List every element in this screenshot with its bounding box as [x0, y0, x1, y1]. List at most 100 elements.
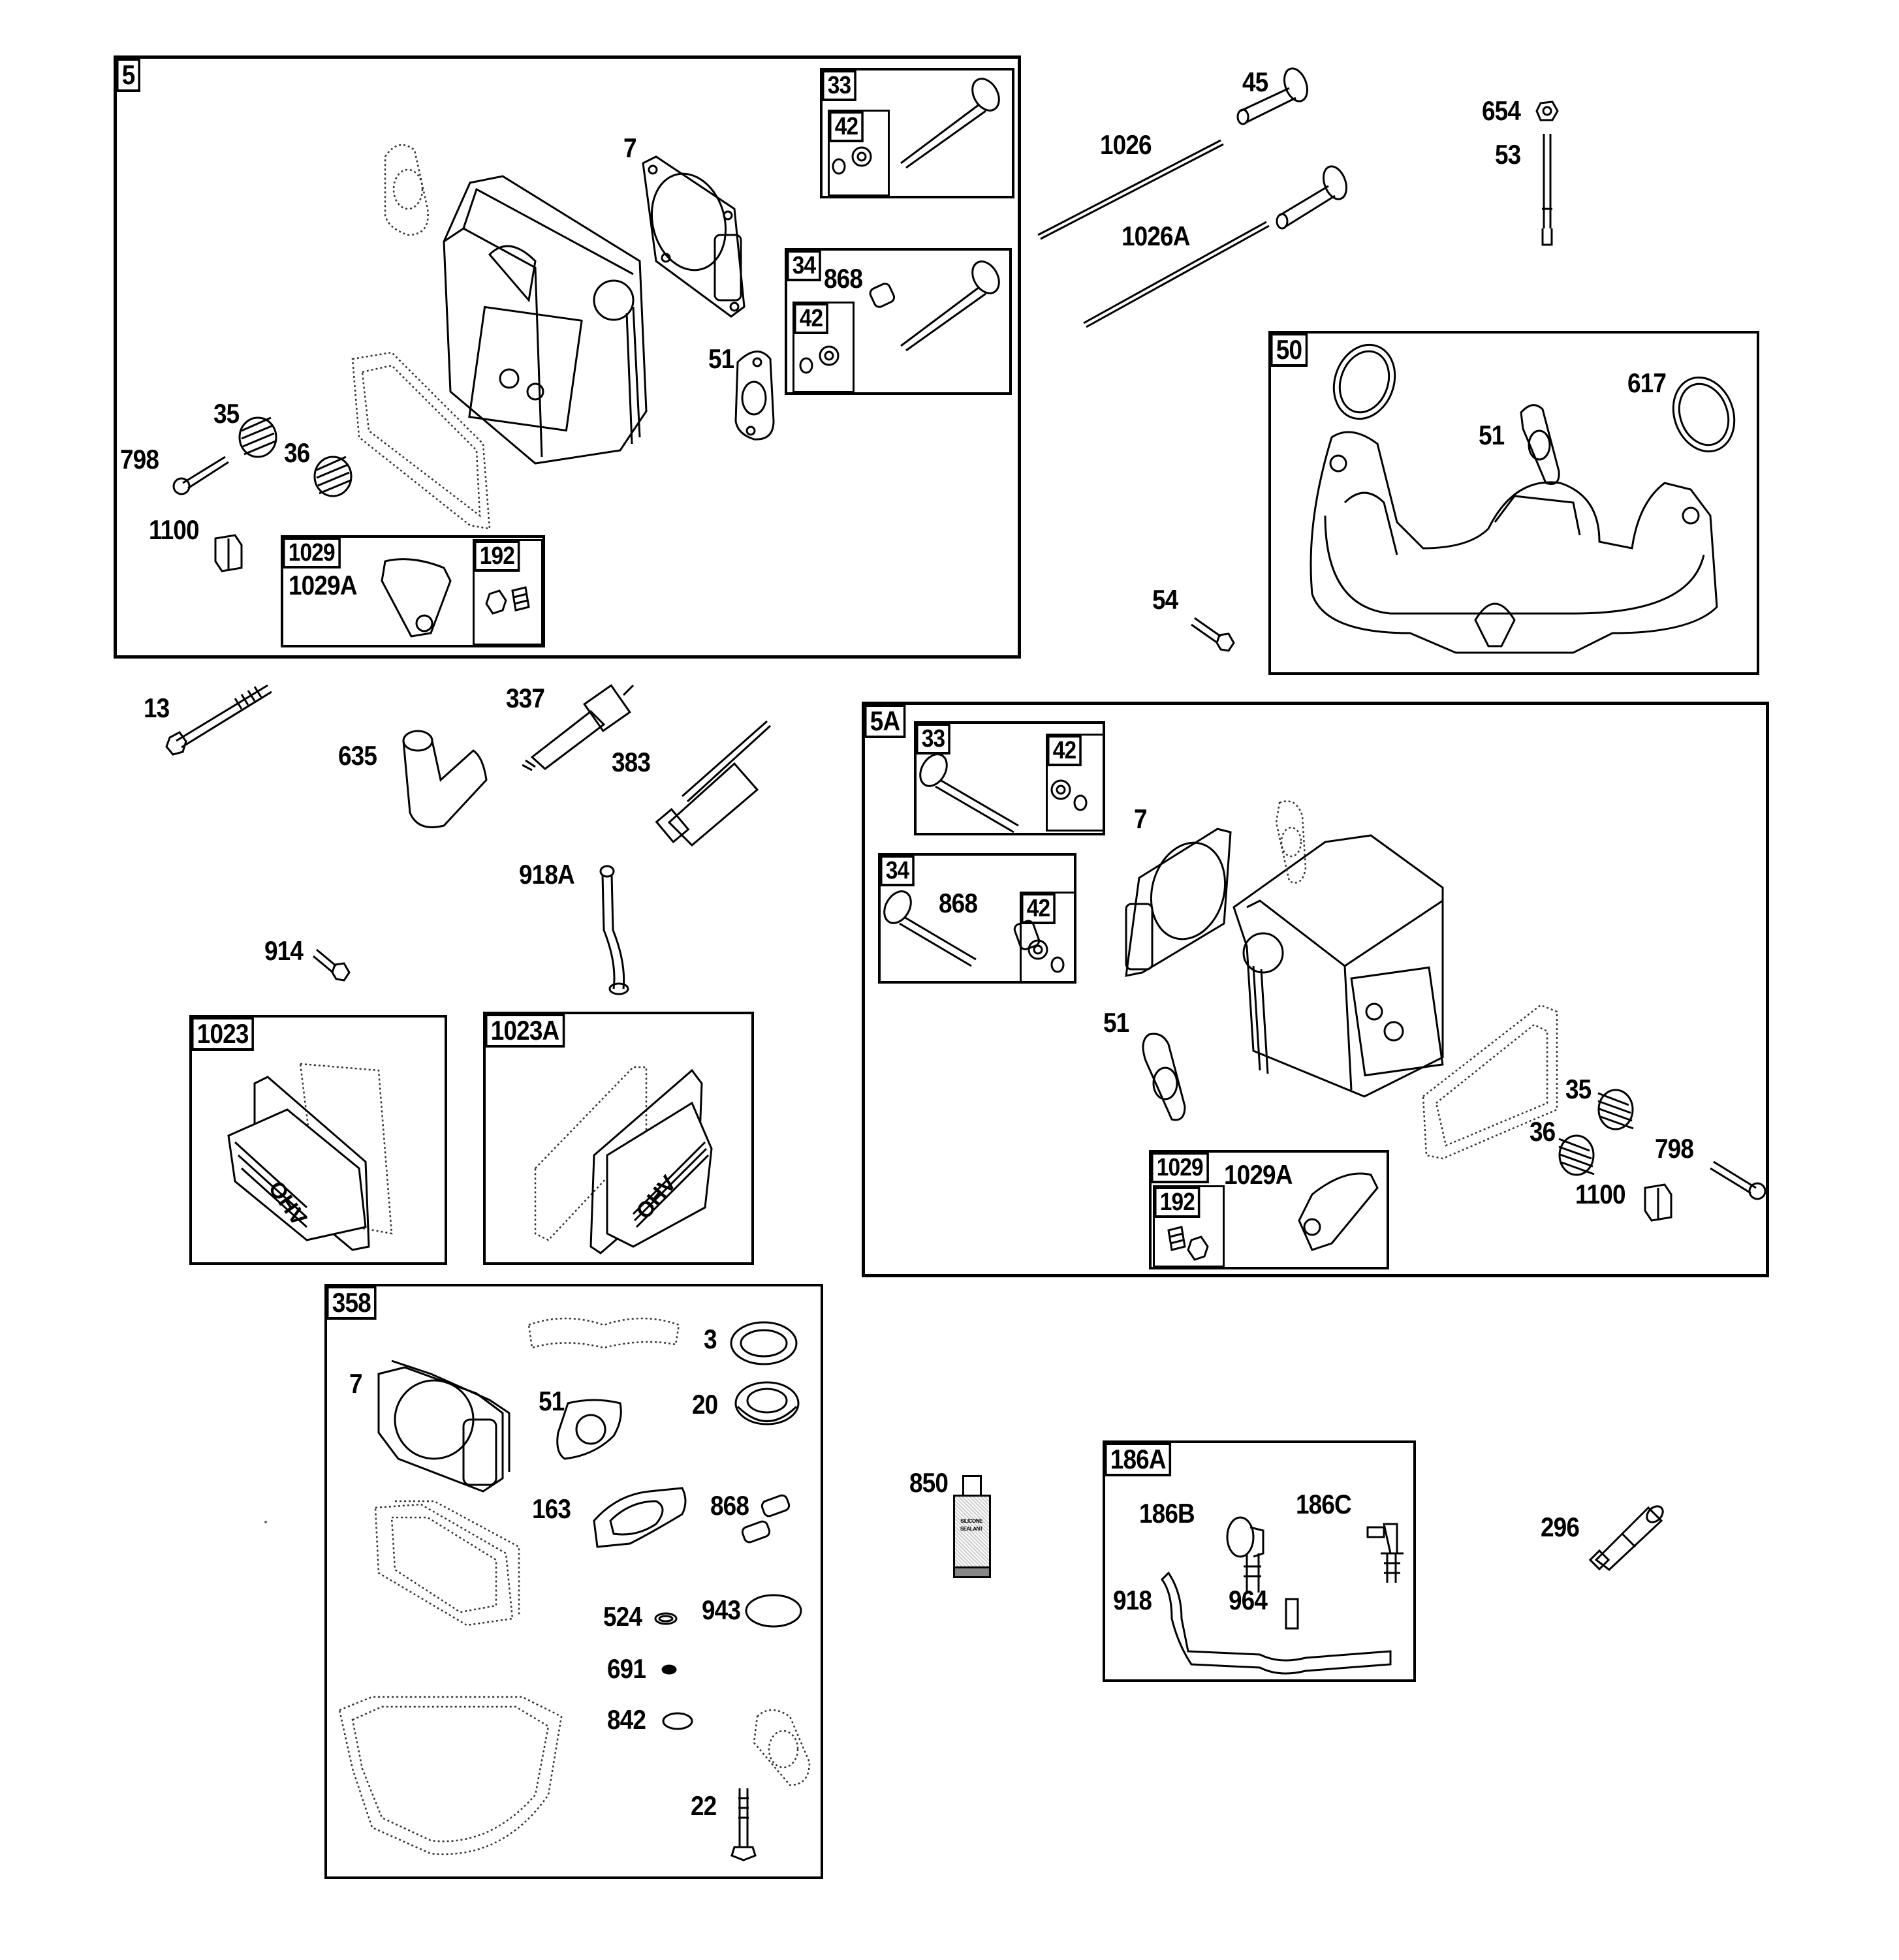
- oil-seal-icon: [734, 1381, 800, 1425]
- group-5A-192-tag: 192: [1154, 1187, 1201, 1218]
- part-296-label: 296: [1541, 1512, 1580, 1542]
- breather-tube-icon: [599, 865, 629, 995]
- valve-guide-seal-icon: [761, 1494, 791, 1517]
- crankcase-gasket-ghost-icon: [338, 1696, 563, 1856]
- group-33-42-tag: 42: [829, 111, 864, 142]
- o-ring-icon: [654, 1612, 678, 1625]
- part-186C-label: 186C: [1296, 1489, 1352, 1519]
- o-ring-icon: [661, 1664, 677, 1675]
- part-798-label: 798: [1655, 1133, 1694, 1164]
- fuel-fitting-icon: [1226, 1516, 1264, 1593]
- scan-speck: [264, 1521, 267, 1523]
- valve-guide-seal-icon: [1013, 920, 1041, 950]
- part-51-label: 51: [1103, 1007, 1129, 1038]
- group-358-gasket-set-box: 358: [324, 1284, 823, 1879]
- rocker-nut-icon: [1167, 1226, 1209, 1261]
- exhaust-gasket-icon: [1142, 1033, 1186, 1121]
- part-654-label: 654: [1482, 95, 1521, 126]
- exhaust-gasket-icon: [1520, 404, 1560, 485]
- part-36-label: 36: [1530, 1116, 1556, 1147]
- part-1026A-label: 1026A: [1122, 221, 1190, 251]
- part-383-label: 383: [612, 747, 651, 777]
- sealant-tube-label-line1: SILICONE: [960, 1518, 982, 1524]
- cylinder-head-icon: [443, 175, 648, 465]
- group-50-manifold-box: 50: [1268, 331, 1759, 675]
- manifold-gasket-ring-icon: [1332, 343, 1396, 420]
- group-5A-33-42-tag: 42: [1047, 735, 1082, 766]
- exhaust-gasket-icon: [734, 350, 775, 441]
- valve-retainer-icon: [1050, 779, 1088, 811]
- part-868-label: 868: [824, 263, 863, 294]
- intake-gasket-ghost-icon: [384, 144, 429, 236]
- part-337-label: 337: [506, 683, 545, 713]
- part-186B-label: 186B: [1139, 1498, 1195, 1529]
- part-914-label: 914: [264, 935, 304, 966]
- group-192-tag: 192: [474, 540, 520, 572]
- group-1023A-tag: 1023A: [485, 1014, 565, 1048]
- group-5A-192-nut-box: 192: [1153, 1185, 1225, 1268]
- group-33-exhaust-valve-box: 33 42: [820, 68, 1014, 198]
- valve-spring-icon: [1597, 1089, 1634, 1130]
- part-45-label: 45: [1242, 67, 1268, 97]
- exhaust-gasket-icon: [556, 1399, 622, 1460]
- part-1029A-label: 1029A: [1224, 1159, 1293, 1190]
- group-1029-tag: 1029: [283, 537, 341, 568]
- part-20-label: 20: [692, 1389, 718, 1420]
- group-5A-34-intake-valve-box: 34 42: [878, 853, 1076, 984]
- rocker-stud-bolt-icon: [1710, 1160, 1766, 1200]
- part-35-label: 35: [213, 398, 240, 429]
- rocker-nut-icon: [485, 586, 530, 615]
- head-gasket-icon: [377, 1360, 510, 1493]
- fuel-line-hose-icon: [1161, 1571, 1392, 1675]
- part-3-label: 3: [704, 1324, 717, 1354]
- push-rod-icon: [1037, 139, 1224, 240]
- push-rod-tube-icon: [1236, 67, 1308, 125]
- group-186A-tag: 186A: [1105, 1442, 1172, 1476]
- part-635-label: 635: [338, 740, 377, 771]
- group-1023-tag: 1023: [191, 1017, 255, 1051]
- intake-valve-icon: [900, 260, 1000, 352]
- part-22-label: 22: [691, 1790, 717, 1821]
- spark-plug-wrench-icon: [655, 720, 772, 847]
- valve-guide-seal-icon: [869, 283, 896, 308]
- group-186A-fuel-fitting-box: 186A: [1103, 1440, 1416, 1682]
- part-51-label: 51: [539, 1386, 565, 1416]
- sealant-tube-icon: SILICONE SEALANT: [952, 1475, 991, 1578]
- head-gasket-icon: [642, 155, 745, 318]
- group-1023A-rocker-cover-box: 1023A: [483, 1012, 754, 1265]
- valve-retainer-icon: [799, 345, 840, 374]
- push-rod-guide-icon: [214, 534, 243, 572]
- part-36-label: 36: [284, 437, 310, 468]
- part-163-label: 163: [532, 1493, 571, 1524]
- part-51-label: 51: [1479, 420, 1505, 450]
- part-943-label: 943: [702, 1594, 741, 1625]
- valve-guide-seal-icon: [741, 1520, 771, 1544]
- spark-plug-boot-icon: [402, 730, 488, 828]
- group-1029-rocker-arm-box: 1029 192: [281, 535, 545, 647]
- group-358-tag: 358: [326, 1286, 377, 1320]
- rocker-arm-icon: [381, 558, 452, 638]
- group-5A-34-42-tag: 42: [1021, 893, 1056, 924]
- valve-retainer-icon: [832, 146, 872, 175]
- rocker-cover-gasket-ghost-icon: [351, 351, 491, 530]
- part-1100-label: 1100: [1575, 1179, 1626, 1209]
- part-868-label: 868: [710, 1490, 749, 1521]
- part-868-label: 868: [939, 888, 978, 918]
- valve-spring-icon: [1558, 1134, 1595, 1176]
- intake-valve-icon: [883, 890, 977, 967]
- group-50-tag: 50: [1270, 333, 1308, 367]
- part-7-label: 7: [349, 1368, 363, 1399]
- group-5A-33-42-retainer-box: 42: [1046, 734, 1105, 832]
- carburetor-gasket-icon: [593, 1487, 687, 1548]
- hose-clamp-sleeve-icon: [1285, 1598, 1299, 1630]
- part-918A-label: 918A: [519, 859, 575, 890]
- push-rod-tube-icon: [1276, 165, 1347, 230]
- group-5A-tag: 5A: [864, 704, 906, 738]
- group-5A-1029-tag: 1029: [1151, 1152, 1209, 1183]
- group-5A-33-tag: 33: [916, 723, 951, 754]
- group-5A-cylinder-head-box: 5A: [862, 702, 1769, 1277]
- part-53-label: 53: [1495, 139, 1521, 170]
- sealant-tube-label-line2: SEALANT: [960, 1526, 983, 1532]
- bolt-icon: [730, 1788, 757, 1861]
- cylinder-head-icon: [1232, 834, 1444, 1098]
